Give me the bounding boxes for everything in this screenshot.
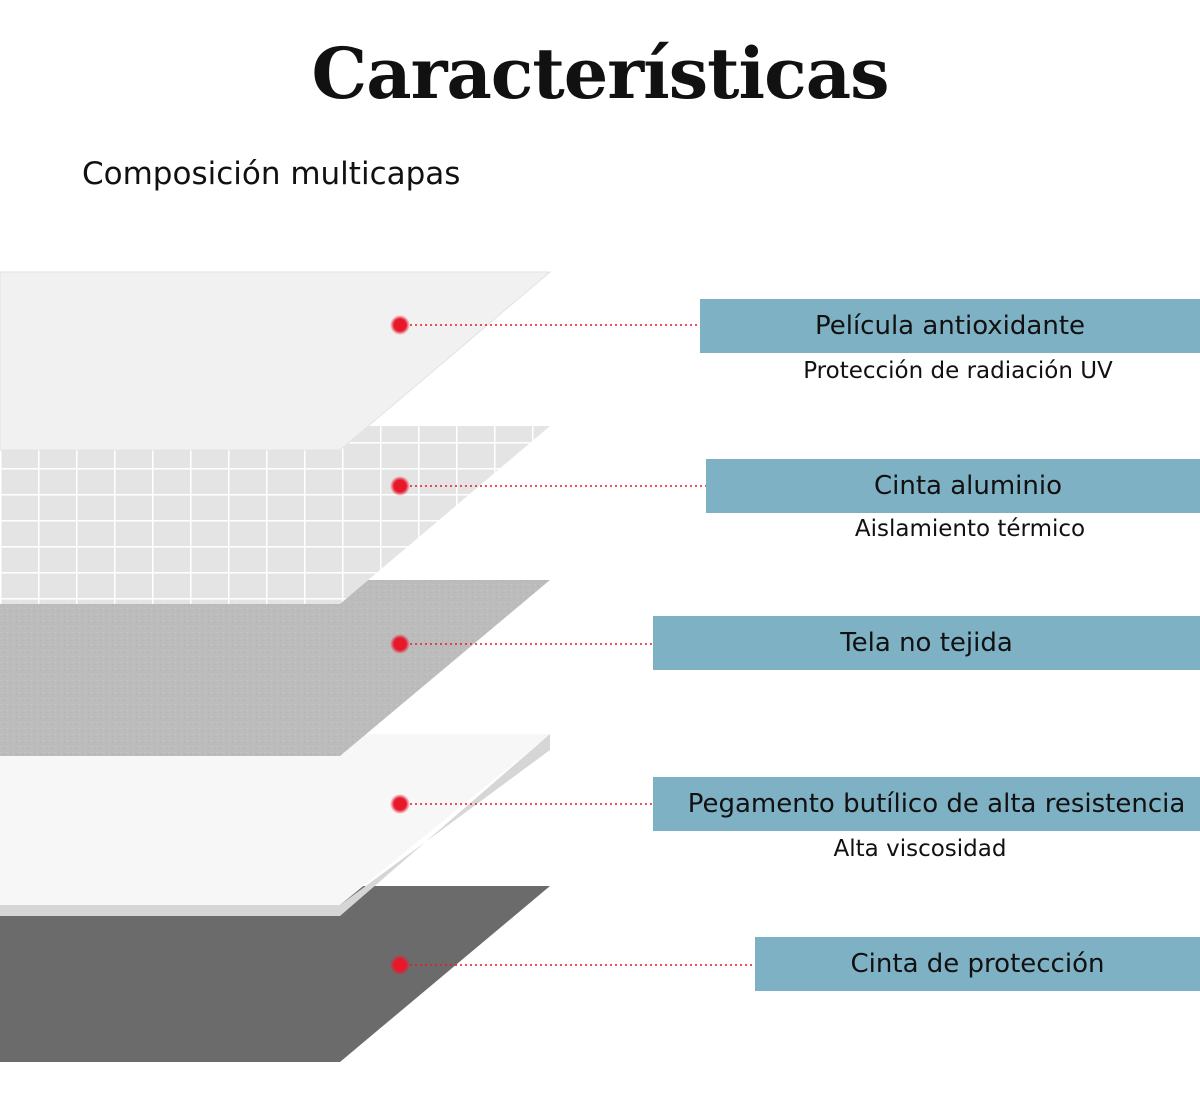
layer-description-butyl-adhesive: Alta viscosidad [833, 836, 1007, 862]
marker-dot [390, 955, 410, 975]
layer-label-butyl-adhesive: Pegamento butílico de alta resistencia [653, 777, 1200, 831]
layer-label-protection-tape: Cinta de protección [755, 937, 1200, 991]
layer-protection-tape [0, 886, 550, 1062]
layer-nonwoven-fabric [0, 580, 550, 756]
layer-label-aluminium-tape: Cinta aluminio [706, 459, 1200, 513]
layer-description-aluminium-tape: Aislamiento térmico [854, 516, 1086, 542]
marker-dot [390, 476, 410, 496]
marker-dot [390, 634, 410, 654]
layer-aluminium-tape [0, 426, 550, 604]
layer-label-antioxidant-film: Película antioxidante [700, 299, 1200, 353]
marker-dot [390, 794, 410, 814]
marker-dot [390, 315, 410, 335]
layer-antioxidant-film [0, 271, 552, 451]
layer-label-nonwoven-fabric: Tela no tejida [653, 616, 1200, 670]
page-title: Características [311, 32, 890, 115]
page-subtitle: Composición multicapas [82, 156, 461, 192]
layer-butyl-adhesive [0, 734, 550, 905]
layer-description-antioxidant-film: Protección de radiación UV [803, 358, 1113, 384]
